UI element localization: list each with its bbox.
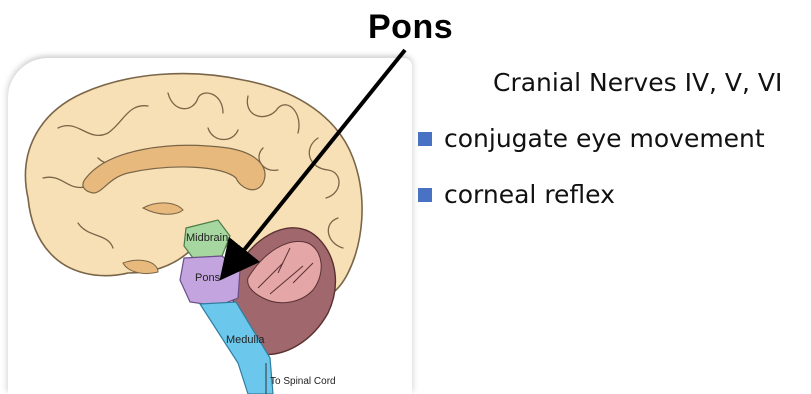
cranial-nerves-heading: Cranial Nerves IV, V, VI <box>493 68 782 97</box>
brain-illustration <box>8 58 412 394</box>
pons-label: Pons <box>195 272 220 284</box>
midbrain-label: Midbrain <box>186 232 228 244</box>
medulla-label: Medulla <box>226 334 265 346</box>
bullet-item: corneal reflex <box>418 180 615 209</box>
bullet-square-icon <box>418 132 432 146</box>
slide-title: Pons <box>368 8 453 47</box>
spinal-cord-label: To Spinal Cord <box>270 376 336 387</box>
bullet-text: conjugate eye movement <box>444 124 765 153</box>
bullet-square-icon <box>418 188 432 202</box>
brain-figure: Midbrain Pons Medulla To Spinal Cord <box>8 58 412 394</box>
bullet-item: conjugate eye movement <box>418 124 765 153</box>
bullet-text: corneal reflex <box>444 180 615 209</box>
